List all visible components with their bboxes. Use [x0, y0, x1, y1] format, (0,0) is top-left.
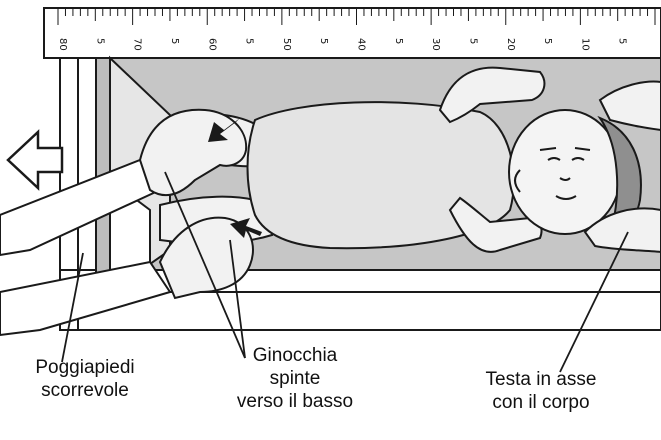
ruler-major-label: 60	[206, 38, 217, 51]
label-line: spinte	[215, 367, 375, 390]
ruler: 80 5 70 5 60 5 50 5 40 5 30 5 20 5 10 5	[44, 8, 661, 58]
ruler-major-label: 20	[505, 38, 516, 51]
label-line: Poggiapiedi	[20, 356, 150, 379]
label-line: scorrevole	[20, 379, 150, 402]
ruler-minor-label: 5	[94, 38, 105, 44]
ruler-major-label: 70	[132, 38, 143, 51]
ruler-minor-label: 5	[244, 38, 255, 44]
label-line: Testa in asse	[466, 368, 616, 391]
ruler-minor-label: 5	[318, 38, 329, 44]
ruler-minor-label: 5	[393, 38, 404, 44]
ruler-minor-label: 5	[617, 38, 628, 44]
label-line: Ginocchia	[215, 344, 375, 367]
label-head-aligned: Testa in asse con il corpo	[466, 368, 616, 414]
label-line: con il corpo	[466, 391, 616, 414]
ruler-minor-label: 5	[542, 38, 553, 44]
left-arrow-icon	[8, 132, 62, 188]
label-line: verso il basso	[215, 390, 375, 413]
ruler-minor-label: 5	[169, 38, 180, 44]
label-knees-pushed-down: Ginocchia spinte verso il basso	[215, 344, 375, 413]
ruler-major-label: 30	[430, 38, 441, 51]
label-sliding-footboard: Poggiapiedi scorrevole	[20, 356, 150, 402]
ruler-minor-label: 5	[467, 38, 478, 44]
ruler-major-label: 40	[356, 38, 367, 51]
ruler-major-label: 50	[281, 38, 292, 51]
ruler-major-label: 10	[579, 38, 590, 51]
ruler-major-label: 80	[57, 38, 68, 51]
